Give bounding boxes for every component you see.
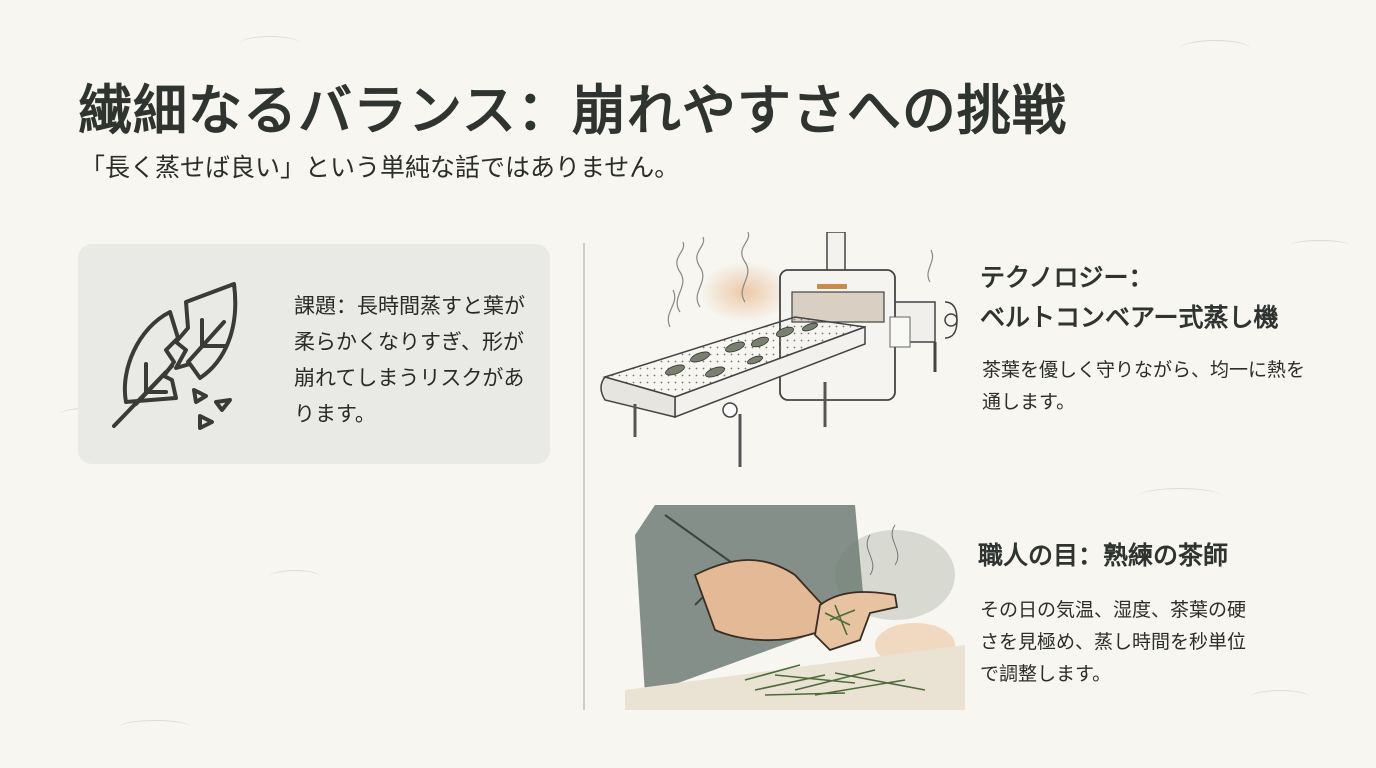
broken-leaf-icon: [112, 282, 238, 430]
paper-fiber: [1250, 690, 1310, 705]
feature-title-craftsman: 職人の目：熟練の茶師: [978, 541, 1229, 570]
challenge-card: 課題：長時間蒸すと葉が柔らかくなりすぎ、形が崩れてしまうリスクがあります。: [78, 244, 550, 464]
tea-master-hands-illustration: [625, 505, 965, 710]
paper-fiber: [1180, 40, 1250, 57]
column-divider: [583, 243, 585, 710]
paper-fiber: [270, 570, 320, 583]
challenge-text: 課題：長時間蒸すと葉が柔らかくなりすぎ、形が崩れてしまうリスクがあります。: [294, 294, 525, 426]
belt-conveyor-steamer-illustration: [600, 232, 958, 467]
slide-subtitle: 「長く蒸せば良い」という単純な話ではありません。: [80, 153, 680, 182]
feature-title-line2: ベルトコンベアー式蒸し機: [980, 303, 1279, 332]
paper-fiber: [240, 36, 300, 51]
paper-fiber: [1290, 240, 1350, 251]
paper-fiber: [120, 720, 190, 733]
feature-title-technology: テクノロジー： ベルトコンベアー式蒸し機: [980, 258, 1279, 338]
feature-desc-technology: 茶葉を優しく守りながら、均一に熱を通します。: [982, 359, 1306, 413]
slide-title: 繊細なるバランス：崩れやすさへの挑戦: [78, 78, 1067, 142]
feature-title-line1: テクノロジー：: [980, 263, 1154, 292]
feature-desc-craftsman: その日の気温、湿度、茶葉の硬さを見極め、蒸し時間を秒単位で調整します。: [980, 599, 1247, 685]
paper-fiber: [1140, 488, 1220, 503]
